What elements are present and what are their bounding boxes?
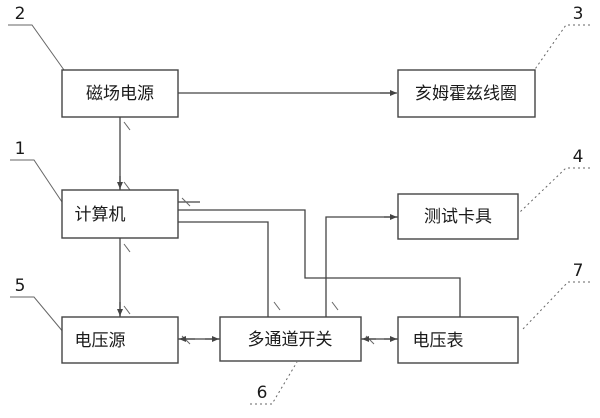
leader-7 — [521, 281, 590, 331]
block-magnet-power-label: 磁场电源 — [86, 84, 154, 104]
leader-4 — [519, 167, 590, 213]
connection-ticks — [123, 121, 375, 345]
ref-number-7: 7 — [573, 261, 584, 281]
arrowheads — [117, 90, 397, 342]
block-helmholtz-coil-label: 亥姆霍兹线圈 — [415, 84, 517, 104]
leader-5 — [10, 296, 65, 334]
wire-computer-to-switch — [178, 221, 269, 317]
block-helmholtz-coil: 亥姆霍兹线圈 — [397, 69, 536, 118]
ref-number-5: 5 — [15, 276, 26, 296]
ref-number-3: 3 — [573, 4, 584, 24]
ref-number-1: 1 — [15, 139, 26, 159]
ref-number-2: 2 — [15, 4, 26, 24]
block-voltage-source: 电压源 — [61, 316, 179, 364]
leader-6 — [250, 361, 298, 405]
ref-number-6: 6 — [257, 383, 268, 403]
block-voltmeter-label: 电压表 — [413, 331, 464, 351]
block-computer-label: 计算机 — [75, 205, 126, 225]
block-voltage-source-label: 电压源 — [75, 331, 126, 351]
leader-lines — [8, 24, 590, 405]
block-test-fixture-label: 测试卡具 — [424, 207, 492, 227]
block-multichannel-switch-label: 多通道开关 — [248, 330, 333, 350]
block-computer: 计算机 — [61, 189, 179, 239]
leader-1 — [10, 159, 65, 206]
wire-computer-to-fixture-branch — [178, 209, 461, 317]
wire-fixture-to-switch — [325, 216, 398, 317]
leader-2 — [8, 24, 65, 71]
block-multichannel-switch: 多通道开关 — [219, 316, 362, 362]
reference-numbers: 1 2 3 4 5 6 7 — [15, 4, 584, 403]
block-magnet-power: 磁场电源 — [61, 69, 179, 118]
block-test-fixture: 测试卡具 — [397, 193, 519, 240]
connections — [119, 92, 461, 340]
block-voltmeter: 电压表 — [397, 316, 519, 364]
leader-3 — [532, 24, 590, 73]
ref-number-4: 4 — [573, 147, 584, 167]
